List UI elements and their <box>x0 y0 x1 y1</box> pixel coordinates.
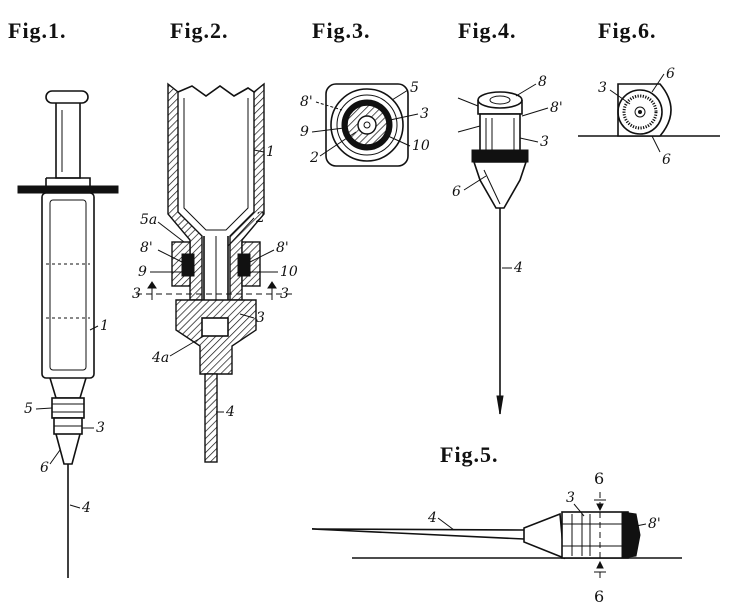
fig3-label-ring: 9 <box>300 124 309 140</box>
fig1-label-collar: 5 <box>24 401 33 417</box>
fig6-label-top: 6 <box>666 66 675 82</box>
fig4-hub-top <box>477 91 523 109</box>
figure-6: Fig.6. 3 6 6 <box>578 18 720 168</box>
fig6-label-hub: 3 <box>598 80 607 96</box>
hub-section <box>175 299 257 375</box>
fig3-label-seal: 8' <box>300 94 313 110</box>
fig2-label-ring-right: 10 <box>280 264 298 280</box>
fig5-label-hub: 3 <box>566 490 575 506</box>
fig3-label-tip: 2 <box>309 150 319 166</box>
fig4-flange <box>472 161 528 209</box>
fig5-title: Fig.5. <box>440 442 499 467</box>
fig5-label-seal: 8' <box>648 516 661 532</box>
fig1-label-hub: 3 <box>96 420 105 436</box>
fig2-label-tip: 2 <box>255 210 265 226</box>
barrel <box>41 192 95 379</box>
fig2-label-seal-right: 8' <box>276 240 289 256</box>
plunger-rod <box>55 103 81 179</box>
figure-4: Fig.4. 8 8' 3 6 4 <box>452 18 563 415</box>
plunger-knob <box>45 90 89 104</box>
collar <box>51 397 85 419</box>
fig1-title: Fig.1. <box>8 18 67 43</box>
fig4-title: Fig.4. <box>458 18 517 43</box>
fig4-label-top: 8 <box>538 74 547 90</box>
fig2-label-cannula: 4 <box>225 404 235 420</box>
fig2-label-seal-left: 8' <box>140 240 153 256</box>
fig5-needle <box>311 528 525 540</box>
seal-left <box>181 253 195 277</box>
fig5-label-needle: 4 <box>427 510 437 526</box>
fig4-label-needle: 4 <box>513 260 523 276</box>
fig5-seal-band <box>621 511 641 559</box>
fig6-title: Fig.6. <box>598 18 657 43</box>
cannula <box>204 373 218 463</box>
finger-flange <box>17 185 119 194</box>
fig3-title: Fig.3. <box>312 18 371 43</box>
fig5-label-section-top: 6 <box>594 469 604 488</box>
fig5-label-section-bottom: 6 <box>594 587 604 606</box>
fig4-label-hub: 3 <box>540 134 549 150</box>
figure-3: Fig.3. 8' 5 3 9 2 10 <box>300 18 430 167</box>
needle-base <box>55 433 81 465</box>
fig2-label-section-left: 3 <box>132 286 141 302</box>
fig2-label-section-right: 3 <box>280 286 289 302</box>
fig3-label-hub: 3 <box>420 106 429 122</box>
fig5-hub-body <box>561 511 629 559</box>
seal-right <box>237 253 251 277</box>
fig2-label-hub: 3 <box>256 310 265 326</box>
fig4-label-seal: 8' <box>550 100 563 116</box>
figure-1: Fig.1. 1 5 3 6 4 <box>8 18 119 578</box>
figure-2: Fig.2. 1 2 5a 8' 8' 9 <box>132 18 298 463</box>
break-line <box>177 85 255 97</box>
fig3-label-ring-right: 10 <box>412 138 430 154</box>
fig1-label-needle: 4 <box>81 500 91 516</box>
fig4-label-flange: 6 <box>452 184 461 200</box>
fig3-label-collar: 5 <box>410 80 419 96</box>
fig2-label-ring-left: 9 <box>138 264 147 280</box>
fig4-seal-band <box>471 149 529 163</box>
fig1-label-flange: 6 <box>40 460 49 476</box>
fig6-label-bottom: 6 <box>662 152 671 168</box>
fig1-label-barrel: 1 <box>100 318 109 334</box>
fig2-label-barrel: 1 <box>266 144 275 160</box>
barrel-nozzle <box>49 377 87 399</box>
figure-5: Fig.5. 4 3 8' 6 6 <box>311 442 682 606</box>
fig2-label-collar: 5a <box>140 212 157 228</box>
fig2-title: Fig.2. <box>170 18 229 43</box>
fig5-flange <box>523 512 565 560</box>
fig2-label-cannula-base: 4a <box>151 350 169 366</box>
